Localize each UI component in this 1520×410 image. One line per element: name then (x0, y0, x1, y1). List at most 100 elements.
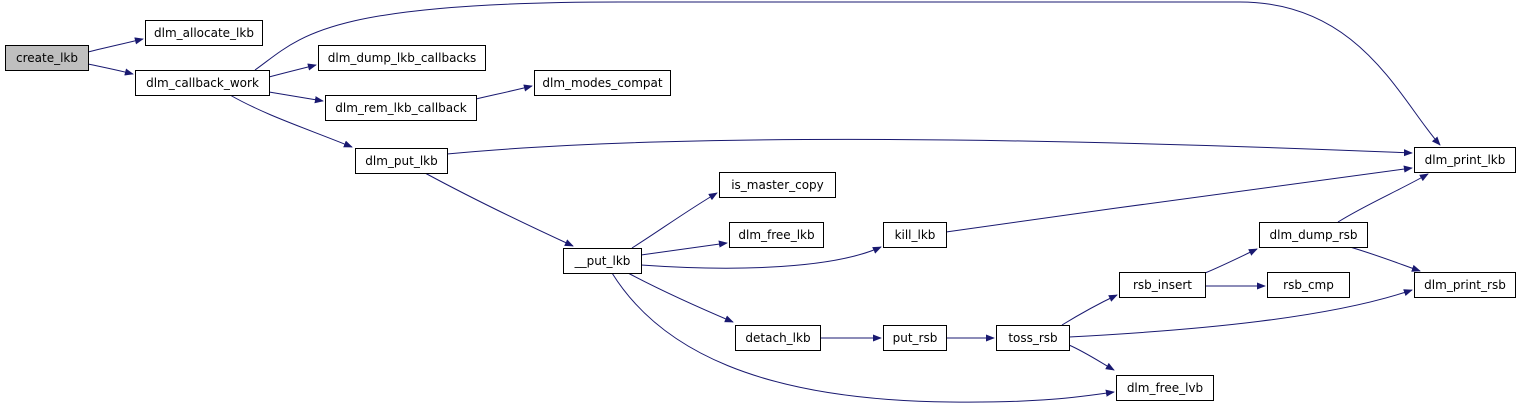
node-toss-rsb[interactable]: toss_rsb (996, 325, 1070, 351)
node-box (996, 325, 1070, 351)
node-box (1259, 222, 1368, 248)
edge-dlm-callback-work-to-dlm-rem-lkb-callback (268, 91, 324, 104)
node-dlm-callback-work[interactable]: dlm_callback_work (135, 70, 270, 96)
node-box (318, 45, 486, 71)
node-label: dlm_dump_rsb (1270, 228, 1358, 242)
node-box (735, 325, 821, 351)
node-put-lkb[interactable]: __put_lkb (563, 248, 642, 274)
edge-arrow (945, 165, 1413, 233)
edge-arrow (268, 91, 324, 104)
edge-arrow (1337, 173, 1429, 223)
edge-create-lkb-to-dlm-callback-work (87, 63, 134, 76)
node-box (1414, 147, 1516, 173)
edge---put-lkb-to-dlm-free-lvb (611, 272, 1115, 403)
edge---put-lkb-to-is-master-copy (631, 192, 718, 249)
node-label: dlm_put_lkb (365, 154, 437, 168)
node-label: create_lkb (16, 51, 78, 65)
node-label: is_master_copy (731, 178, 824, 192)
node-dlm-print-lkb[interactable]: dlm_print_lkb (1414, 147, 1516, 173)
node-label: dlm_print_lkb (1425, 153, 1506, 167)
edge-arrow (87, 37, 144, 53)
node-dlm-dump-rsb[interactable]: dlm_dump_rsb (1259, 222, 1368, 248)
node-dlm-print-rsb[interactable]: dlm_print_rsb (1414, 272, 1516, 298)
node-box (1116, 375, 1214, 401)
node-rsb-insert[interactable]: rsb_insert (1119, 272, 1206, 298)
edge-arrow (87, 63, 134, 76)
node-label: dlm_modes_compat (542, 76, 663, 90)
edge-arrow (1068, 289, 1413, 338)
node-put-rsb[interactable]: put_rsb (883, 325, 947, 351)
edge---put-lkb-to-dlm-free-lkb (640, 240, 728, 256)
node-dlm-put-lkb[interactable]: dlm_put_lkb (355, 148, 448, 174)
edge-kill-lkb-to-dlm-print-lkb (945, 165, 1413, 233)
edge-dlm-dump-rsb-to-dlm-print-lkb (1337, 173, 1429, 223)
edge-dlm-put-lkb-to-dlm-print-lkb (446, 138, 1413, 157)
node-box (1414, 272, 1516, 298)
node-label: rsb_cmp (1283, 278, 1334, 292)
call-graph-edges (87, 1, 1441, 403)
node-box (1267, 272, 1350, 298)
node-label: rsb_insert (1133, 278, 1192, 292)
edge-arrow (640, 240, 728, 256)
call-graph-nodes: create_lkb dlm_allocate_lkb dlm_callback_w… (5, 20, 1516, 401)
edge---put-lkb-to-detach-lkb (627, 272, 734, 323)
edge-dlm-callback-work-to-dlm-dump-lkb-callbacks (268, 63, 317, 78)
node-box (883, 222, 947, 248)
edge-arrow (631, 192, 718, 249)
node-dlm-allocate-lkb[interactable]: dlm_allocate_lkb (145, 20, 263, 46)
node-detach-lkb[interactable]: detach_lkb (735, 325, 821, 351)
node-label: dlm_free_lvb (1127, 381, 1203, 395)
edge-arrow (424, 172, 574, 247)
edge-toss-rsb-to-rsb-insert (1061, 294, 1118, 326)
node-box (5, 45, 89, 71)
edge-arrow (1349, 246, 1421, 272)
node-label: __put_lkb (574, 254, 631, 268)
node-dlm-rem-lkb-callback[interactable]: dlm_rem_lkb_callback (325, 95, 477, 121)
edge-dlm-callback-work-to-dlm-put-lkb (229, 94, 353, 148)
node-box (355, 148, 448, 174)
node-label: dlm_free_lkb (738, 228, 814, 242)
node-box (563, 248, 642, 274)
edge-toss-rsb-to-dlm-free-lvb (1068, 344, 1115, 371)
edge-arrow (640, 246, 882, 269)
node-box (534, 70, 671, 96)
node-dlm-modes-compat[interactable]: dlm_modes_compat (534, 70, 671, 96)
edge-arrow (627, 272, 734, 323)
edge-arrow (475, 84, 533, 100)
edge-arrow (611, 272, 1115, 403)
edge-create-lkb-to-dlm-allocate-lkb (87, 37, 144, 53)
node-box (719, 172, 836, 198)
node-dlm-free-lkb[interactable]: dlm_free_lkb (729, 222, 824, 248)
node-dlm-free-lvb[interactable]: dlm_free_lvb (1116, 375, 1214, 401)
edge-toss-rsb-to-dlm-print-rsb (1068, 289, 1413, 338)
node-label: kill_lkb (895, 228, 936, 242)
node-box (135, 70, 270, 96)
node-is-master-copy[interactable]: is_master_copy (719, 172, 836, 198)
edge-arrow (1068, 344, 1115, 371)
edge-dlm-callback-work-to-dlm-print-lkb (254, 1, 1441, 146)
node-kill-lkb[interactable]: kill_lkb (883, 222, 947, 248)
node-box (145, 20, 263, 46)
node-label: detach_lkb (745, 331, 810, 345)
node-label: dlm_print_rsb (1424, 278, 1506, 292)
node-box (729, 222, 824, 248)
edge---put-lkb-to-kill-lkb (640, 246, 882, 269)
node-label: dlm_allocate_lkb (154, 26, 254, 40)
node-dlm-dump-lkb-callbacks[interactable]: dlm_dump_lkb_callbacks (318, 45, 486, 71)
node-label: dlm_dump_lkb_callbacks (328, 51, 476, 65)
node-box (1119, 272, 1206, 298)
edge-arrow (1061, 294, 1118, 326)
node-create-lkb: create_lkb (5, 45, 89, 71)
edge-arrow (268, 63, 317, 78)
edge-arrow (1204, 248, 1258, 274)
edge-arrow (229, 94, 353, 148)
node-box (325, 95, 477, 121)
node-box (883, 325, 947, 351)
edge-dlm-put-lkb-to---put-lkb (424, 172, 574, 247)
edge-dlm-rem-lkb-callback-to-dlm-modes-compat (475, 84, 533, 100)
node-rsb-cmp[interactable]: rsb_cmp (1267, 272, 1350, 298)
node-label: dlm_callback_work (146, 76, 259, 90)
edge-rsb-insert-to-dlm-dump-rsb (1204, 248, 1258, 274)
edge-dlm-dump-rsb-to-dlm-print-rsb (1349, 246, 1421, 272)
